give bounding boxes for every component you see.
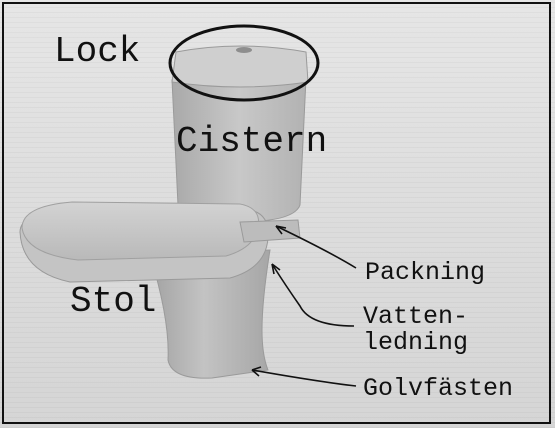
vattenledning-arrow xyxy=(272,264,354,326)
cistern-label: Cistern xyxy=(176,124,327,160)
packning-arrow xyxy=(276,226,356,268)
vattenledning-label-line1: Vatten- xyxy=(363,304,468,329)
seat-lid-shape xyxy=(22,202,259,260)
golvfasten-label: Golvfästen xyxy=(363,376,513,401)
flush-button-shape xyxy=(236,47,252,53)
stol-label: Stol xyxy=(70,284,156,320)
vattenledning-label-line2: ledning xyxy=(363,330,468,355)
packning-label: Packning xyxy=(365,260,485,285)
connector-shape xyxy=(240,220,300,242)
lock-label: Lock xyxy=(54,34,140,70)
